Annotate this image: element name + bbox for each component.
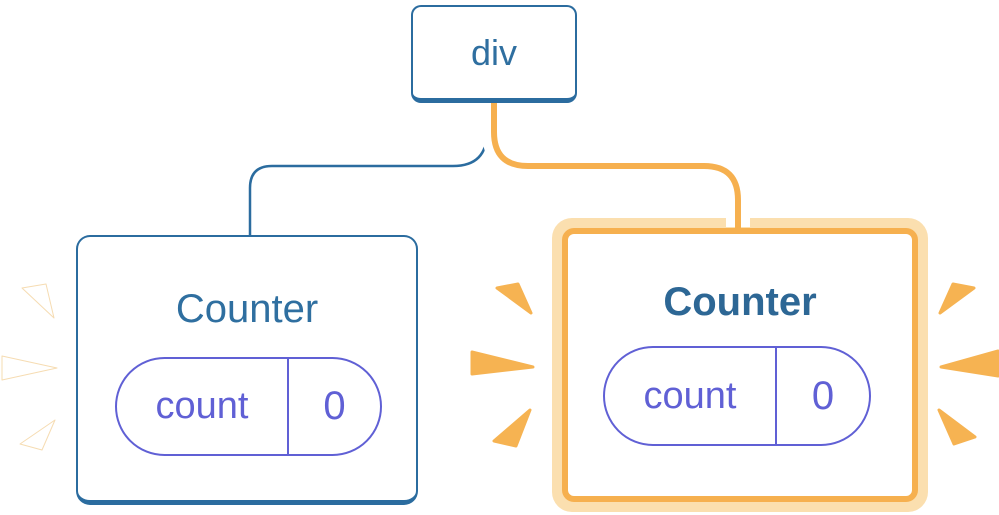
state-pill: count 0	[603, 346, 871, 446]
state-pill: count 0	[115, 357, 382, 456]
state-value: 0	[287, 359, 380, 454]
sparkle-ray	[1, 355, 58, 381]
edge-div-to-right-counter-casing	[482, 103, 750, 227]
sparkle-ray	[938, 282, 976, 315]
sparkle-ray	[939, 349, 999, 378]
edge-div-to-left-counter	[248, 103, 489, 237]
sparkle-burst-orange-right	[937, 282, 999, 446]
sparkle-ray	[937, 408, 977, 446]
counter-title: Counter	[175, 287, 319, 331]
root-node-div: div	[411, 5, 577, 103]
state-key: count	[643, 374, 737, 417]
sparkle-ray	[470, 350, 535, 376]
state-value: 0	[775, 348, 869, 444]
sparkle-burst-orange-left	[470, 282, 535, 448]
state-key: count	[155, 385, 249, 427]
sparkle-burst-left-white	[1, 283, 58, 451]
counter-card-left: Counter count 0	[76, 235, 418, 505]
sparkle-ray	[492, 408, 532, 448]
counter-title: Counter	[663, 280, 817, 324]
sparkle-ray	[495, 282, 533, 315]
counter-card-right-highlighted: Counter count 0	[552, 218, 928, 512]
sparkle-ray	[21, 283, 55, 319]
edge-div-to-right-counter	[491, 103, 741, 232]
root-node-label: div	[470, 31, 518, 73]
counter-card-right-inner-border: Counter count 0	[562, 228, 918, 502]
sparkle-ray	[19, 419, 56, 451]
